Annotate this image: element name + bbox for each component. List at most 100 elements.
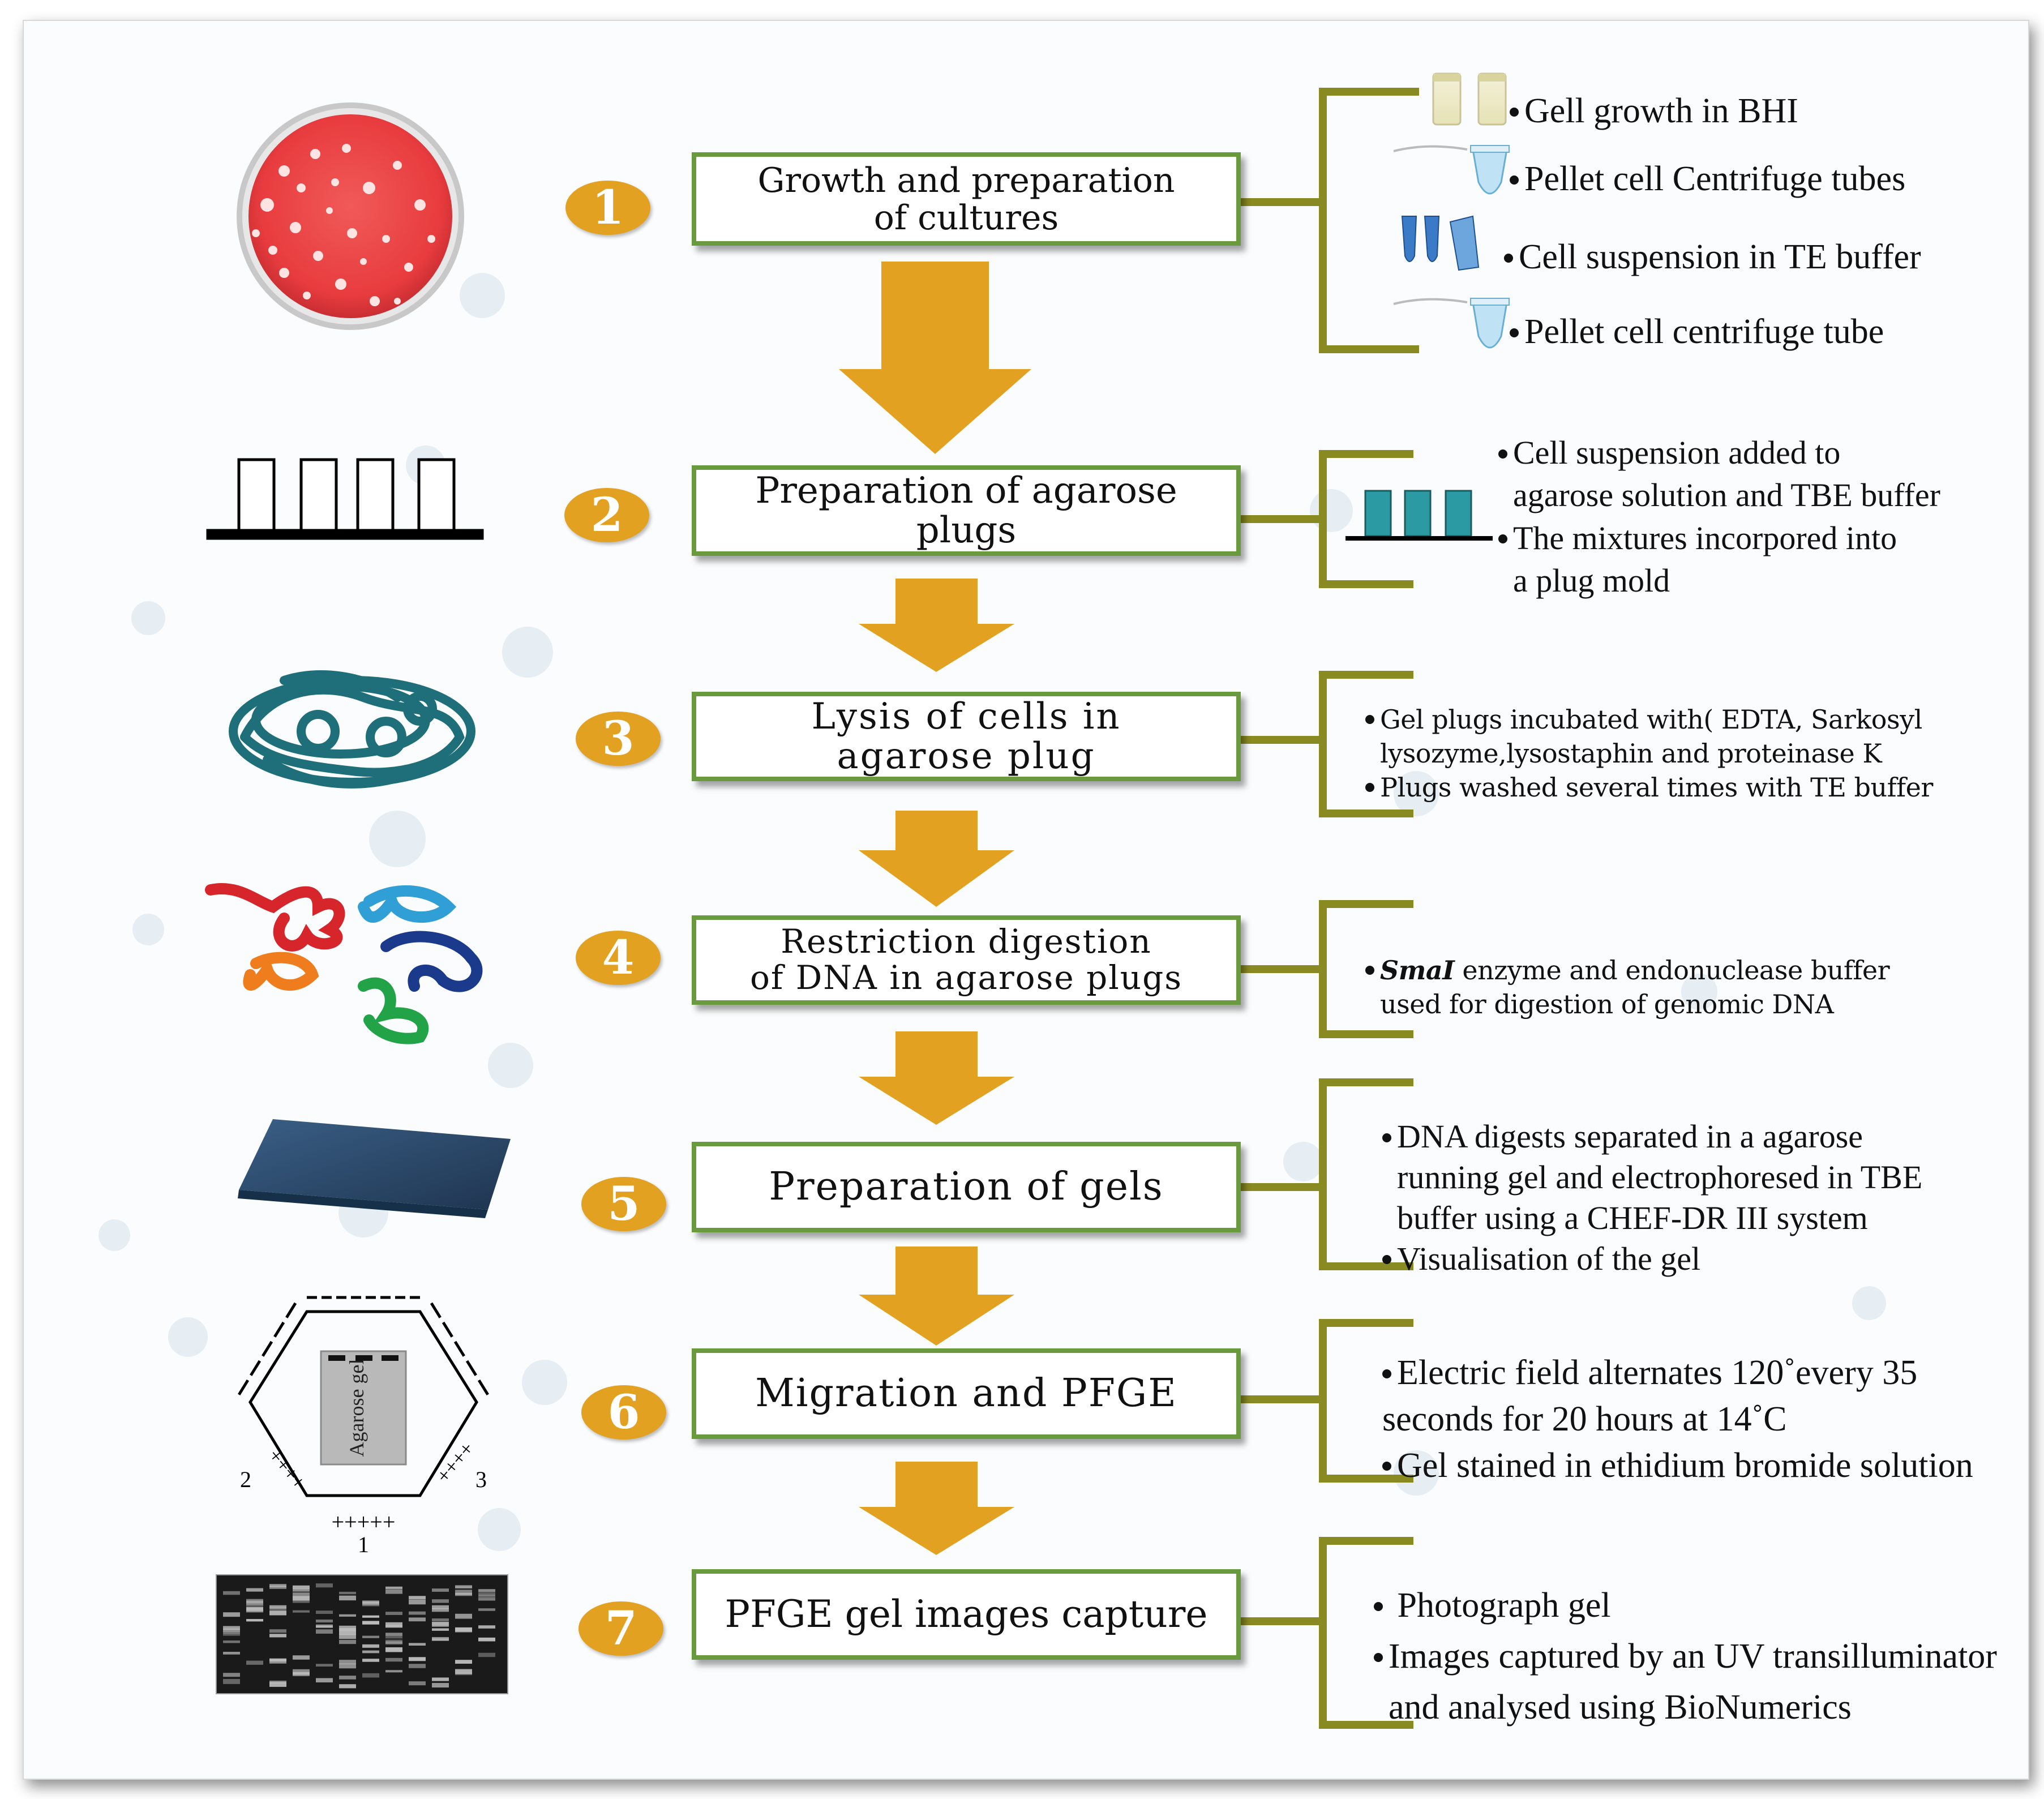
gel-band [269, 1629, 286, 1633]
detail-2-2b: a plug mold [1513, 562, 1670, 599]
gel-band [385, 1641, 402, 1644]
gel-band [385, 1612, 402, 1615]
gel-band [432, 1622, 449, 1627]
step-4-details: SmaI enzyme and endonuclease buffer used… [1365, 954, 1890, 1022]
arrow-2-3 [859, 579, 1014, 672]
gel-band [316, 1583, 333, 1588]
diagram-canvas: Agarose gel ++++ ++++ +++++ 1 2 3 [98, 72, 1886, 1729]
gel-band [223, 1633, 240, 1636]
gel-band [339, 1663, 356, 1669]
gel-band [269, 1658, 286, 1662]
gel-band [432, 1682, 449, 1688]
gel-band [432, 1608, 449, 1612]
chef-label-1: 1 [358, 1532, 369, 1557]
gel-band [478, 1637, 495, 1642]
gel-band [339, 1639, 356, 1644]
gel-band [385, 1635, 402, 1639]
culture-bottles-icon [1432, 72, 1507, 126]
step-2-details: Cell suspension added to agarose solutio… [1498, 431, 1940, 602]
gel-band [223, 1628, 240, 1633]
detail-2-1a: Cell suspension added to [1498, 431, 1940, 474]
gel-band [455, 1669, 472, 1674]
gel-band [246, 1619, 263, 1622]
detail-7-2b: and analysed using BioNumerics [1389, 1687, 1852, 1727]
gel-band [362, 1673, 379, 1678]
gel-band [339, 1591, 356, 1595]
gel-band [409, 1599, 426, 1605]
gel-band [293, 1655, 310, 1660]
step-number-3: 3 [576, 712, 661, 766]
gel-band [339, 1660, 356, 1665]
tangled-dna-icon [229, 670, 475, 789]
gel-band [362, 1635, 379, 1638]
gel-band [269, 1586, 286, 1589]
gel-band [223, 1628, 240, 1634]
detail-7-1: Photograph gel [1374, 1580, 1997, 1631]
arrow-6-7 [859, 1462, 1014, 1555]
step-7-details: Photograph gel Images captured by an UV … [1374, 1580, 1997, 1733]
gel-band [293, 1588, 310, 1592]
gel-band [362, 1621, 379, 1625]
gel-band [339, 1625, 356, 1630]
step-4-title-line-1: Restriction digestion [781, 922, 1152, 961]
gel-band [339, 1630, 356, 1635]
gel-band [223, 1591, 240, 1595]
gel-band [385, 1622, 402, 1627]
gel-band [455, 1590, 472, 1594]
detail-6-2: Gel stained in ethidium bromide solution [1382, 1443, 1973, 1489]
gel-band [432, 1618, 449, 1622]
gel-band [223, 1626, 240, 1630]
filled-plug-mold-icon [1345, 490, 1493, 541]
pfge-gel-image [216, 1574, 508, 1694]
suspension-tubes-icon [1401, 215, 1480, 271]
gel-band [339, 1634, 356, 1639]
gel-band [316, 1678, 333, 1683]
step-4-title-line-2: of DNA in agarose plugs [749, 958, 1183, 997]
gel-band [432, 1628, 449, 1631]
gel-band [223, 1612, 240, 1617]
gel-band [339, 1595, 356, 1601]
gel-band [269, 1605, 286, 1609]
gel-band [293, 1592, 310, 1598]
chef-marks-bottom: +++++ [332, 1509, 396, 1535]
gel-band [223, 1673, 240, 1677]
gel-band [223, 1679, 240, 1684]
gel-band [339, 1684, 356, 1689]
dna-fragments-icon [205, 883, 483, 1044]
gel-band [293, 1596, 310, 1601]
gel-band [269, 1584, 286, 1588]
gel-band [432, 1677, 449, 1681]
chef-label-2: 2 [240, 1467, 251, 1492]
step-box-7: PFGE gel images capture [692, 1569, 1241, 1660]
detail-6-1b: seconds for 20 hours at 14˚C [1382, 1399, 1787, 1438]
gel-band [385, 1657, 402, 1662]
gel-band [385, 1639, 402, 1645]
gel-band [409, 1643, 426, 1646]
petri-dish-icon [237, 102, 464, 330]
gel-band [385, 1647, 402, 1652]
step-3-title-line-2: agarose plug [837, 735, 1096, 777]
gel-band [362, 1615, 379, 1618]
gel-band [478, 1608, 495, 1611]
agarose-gel-label: Agarose gel [345, 1359, 368, 1457]
gel-band [246, 1607, 263, 1612]
detail-5-1c: buffer using a CHEF-DR III system [1397, 1199, 1868, 1236]
gel-band [385, 1633, 402, 1636]
detail-3-2: Plugs washed several times with TE buffe… [1365, 771, 1933, 805]
gel-band [339, 1614, 356, 1617]
diagram-frame: Agarose gel ++++ ++++ +++++ 1 2 3 [23, 20, 2029, 1780]
gel-band [362, 1650, 379, 1654]
gel-band [246, 1606, 263, 1610]
arrow-3-4 [859, 811, 1014, 907]
gel-band [432, 1638, 449, 1641]
step-5-details: DNA digests separated in a agarose runni… [1382, 1116, 1922, 1279]
step-3-title-line-1: Lysis of cells in [811, 695, 1121, 738]
gel-band [362, 1644, 379, 1648]
gel-band [385, 1589, 402, 1594]
detail-5-1b: running gel and electrophoresed in TBE [1397, 1158, 1923, 1196]
gel-band [432, 1599, 449, 1603]
gel-band [455, 1660, 472, 1664]
flow-arrows [839, 262, 1031, 1555]
gel-band [339, 1676, 356, 1680]
gel-band [432, 1605, 449, 1609]
